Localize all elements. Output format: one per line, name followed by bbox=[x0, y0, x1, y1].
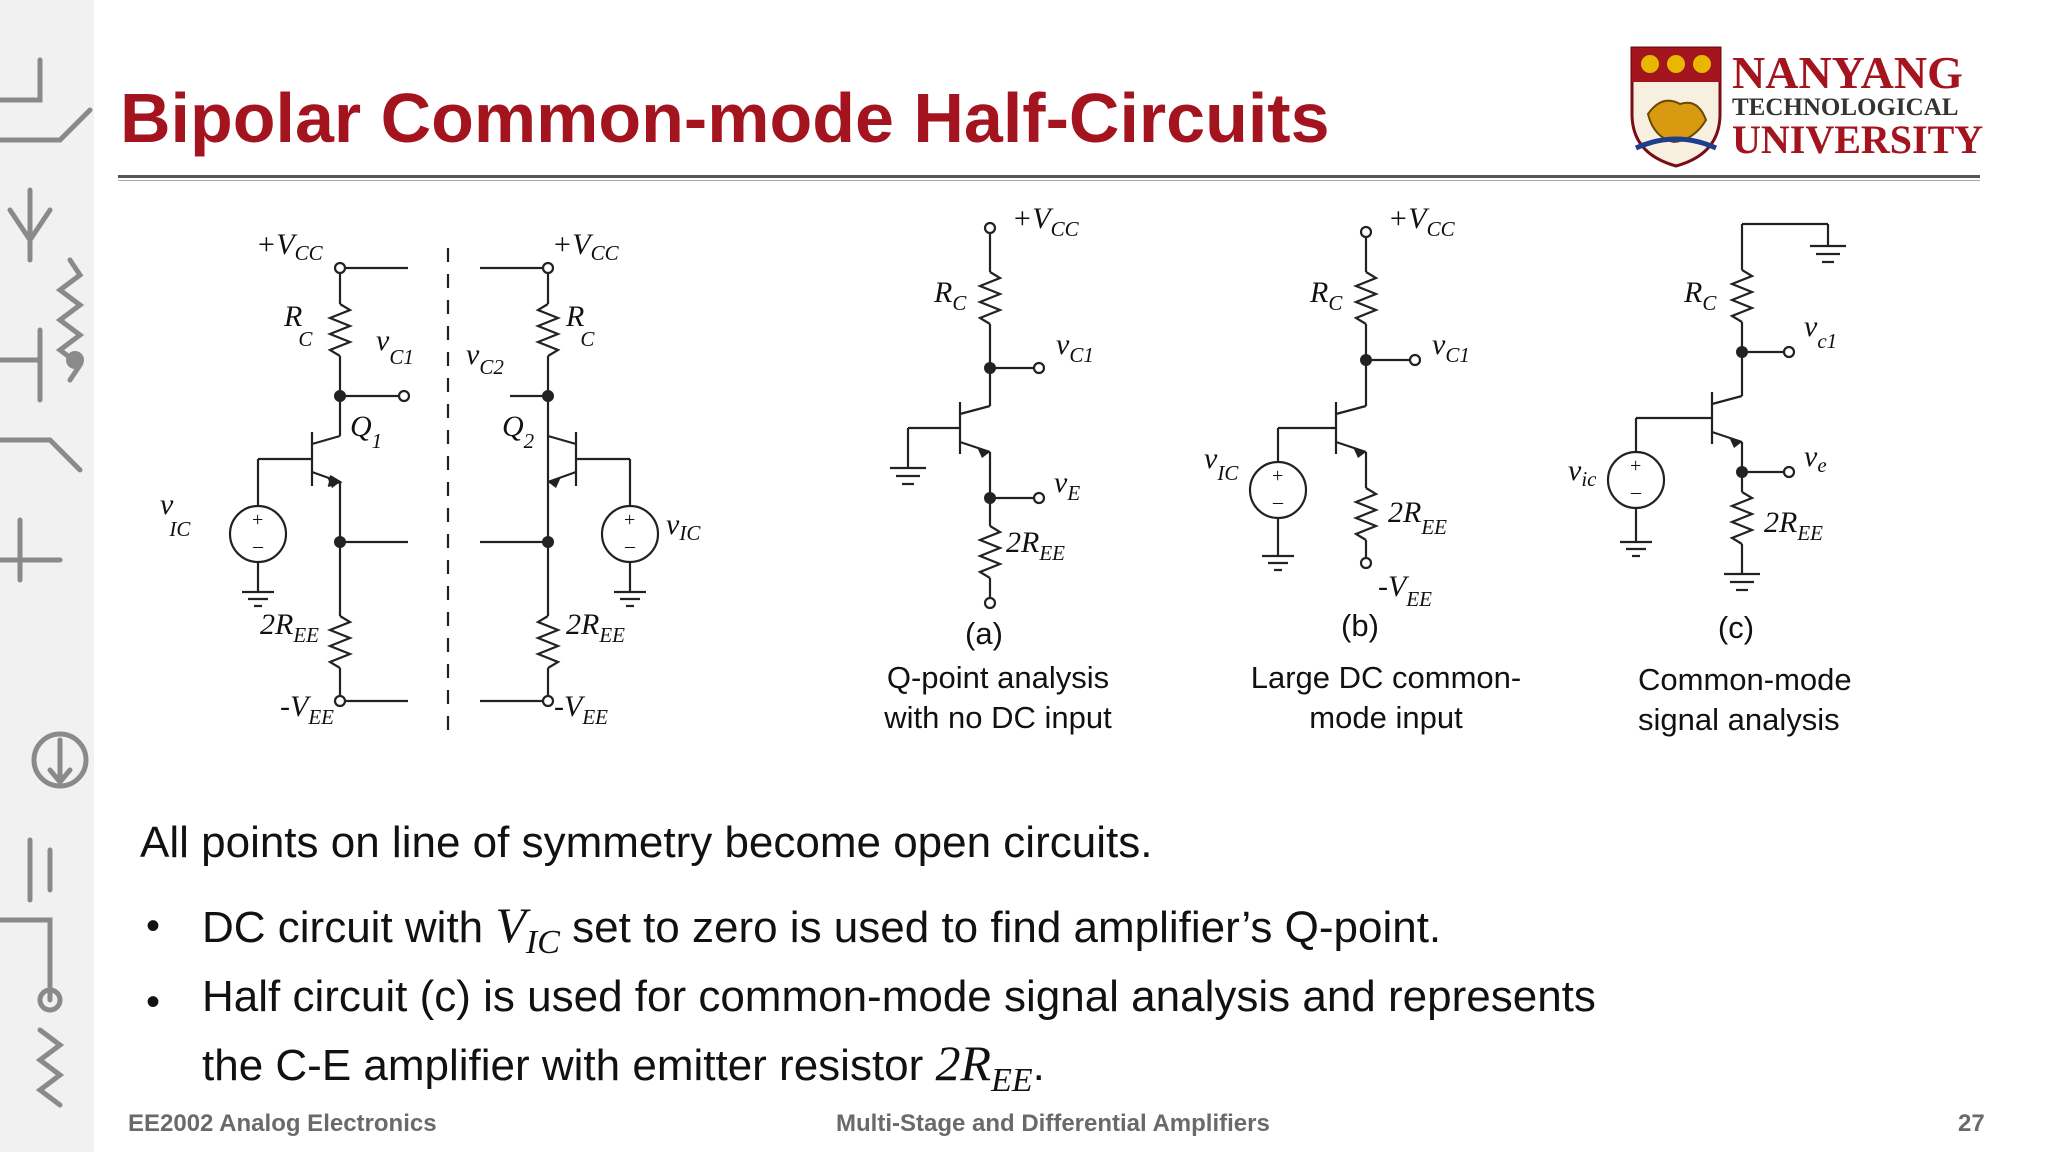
bullet-1-math: VIC bbox=[495, 897, 560, 961]
decorative-circuit-strip bbox=[0, 0, 94, 1152]
svg-text:vIC: vIC bbox=[160, 488, 191, 541]
svg-text:+VCC: +VCC bbox=[1388, 202, 1456, 241]
svg-text:+VCC: +VCC bbox=[256, 228, 324, 265]
footer-course: EE2002 Analog Electronics bbox=[128, 1110, 437, 1137]
svg-text:Large DC common-: Large DC common- bbox=[1251, 660, 1521, 695]
svg-text:mode input: mode input bbox=[1309, 700, 1463, 735]
footer-topic: Multi-Stage and Differential Amplifiers bbox=[836, 1110, 1270, 1137]
footer-page-number: 27 bbox=[1958, 1110, 1985, 1137]
svg-text:vc1: vc1 bbox=[1804, 310, 1837, 353]
bullet-2-marker: • bbox=[146, 980, 161, 1024]
svg-text:2REE: 2REE bbox=[1388, 496, 1447, 539]
svg-text:Q1: Q1 bbox=[350, 410, 382, 453]
svg-text:2REE: 2REE bbox=[1764, 506, 1823, 545]
svg-text:+: + bbox=[1272, 465, 1283, 487]
bullet-1-pre: DC circuit with bbox=[202, 903, 496, 952]
svg-text:2REE: 2REE bbox=[1006, 526, 1065, 565]
svg-text:+: + bbox=[624, 509, 635, 531]
bullet-1-post: set to zero is used to find amplifier’s … bbox=[559, 903, 1442, 952]
svg-text:with no DC input: with no DC input bbox=[883, 700, 1112, 735]
svg-text:signal analysis: signal analysis bbox=[1638, 702, 1840, 737]
svg-text:vIC: vIC bbox=[666, 508, 701, 545]
svg-text:Q-point analysis: Q-point analysis bbox=[887, 660, 1109, 695]
svg-text:(b): (b) bbox=[1341, 608, 1379, 643]
body-line-symmetry: All points on line of symmetry become op… bbox=[140, 818, 1153, 867]
circuit-decoration-icon bbox=[0, 57, 93, 1108]
svg-text:RC: RC bbox=[1683, 276, 1717, 315]
svg-text:+VCC: +VCC bbox=[1012, 202, 1080, 241]
svg-text:RC: RC bbox=[1309, 276, 1343, 315]
slide-title: Bipolar Common-mode Half-Circuits bbox=[120, 79, 1330, 157]
svg-text:-VEE: -VEE bbox=[554, 690, 608, 729]
svg-text:vE: vE bbox=[1054, 466, 1080, 505]
svg-text:RC: RC bbox=[565, 300, 595, 351]
university-crest-icon bbox=[1630, 46, 1722, 168]
svg-text:–: – bbox=[252, 535, 264, 557]
svg-text:vic: vic bbox=[1568, 454, 1597, 491]
svg-text:-VEE: -VEE bbox=[280, 690, 334, 729]
bullet-2-math: 2REE bbox=[935, 1035, 1033, 1099]
svg-text:vC1: vC1 bbox=[376, 324, 414, 369]
svg-text:ve: ve bbox=[1804, 440, 1827, 477]
bullet-1-text: DC circuit with VIC set to zero is used … bbox=[202, 896, 1441, 962]
circuit-figure: + – + – + – + – +VCC RC vC1 Q1 vIC 2REE -VEE… bbox=[160, 202, 1852, 737]
title-divider-thin bbox=[118, 180, 1980, 181]
svg-text:(c): (c) bbox=[1718, 610, 1754, 645]
svg-text:RC: RC bbox=[283, 300, 313, 351]
svg-text:vIC: vIC bbox=[1204, 442, 1239, 485]
svg-text:-VEE: -VEE bbox=[1378, 570, 1432, 611]
title-divider bbox=[118, 175, 1980, 178]
logo-line1: NANYANG bbox=[1732, 47, 1963, 98]
svg-text:Common-mode: Common-mode bbox=[1638, 662, 1852, 697]
svg-text:vC2: vC2 bbox=[466, 338, 504, 379]
ntu-logo: NANYANG TECHNOLOGICAL UNIVERSITY bbox=[1628, 44, 1984, 170]
logo-line2: TECHNOLOGICAL bbox=[1732, 94, 1959, 121]
svg-text:RC: RC bbox=[933, 276, 967, 315]
svg-text:–: – bbox=[1630, 481, 1642, 503]
svg-text:vC1: vC1 bbox=[1056, 328, 1094, 367]
logo-line3: UNIVERSITY bbox=[1732, 117, 1984, 162]
bullet-2-line1: Half circuit (c) is used for common-mode… bbox=[202, 972, 1596, 1021]
svg-text:–: – bbox=[624, 535, 636, 557]
bullet-2-line2: the C-E amplifier with emitter resistor … bbox=[202, 1035, 1045, 1099]
svg-text:+: + bbox=[1630, 455, 1641, 477]
svg-text:2REE: 2REE bbox=[566, 608, 625, 647]
svg-text:vC1: vC1 bbox=[1432, 328, 1470, 367]
svg-text:2REE: 2REE bbox=[260, 608, 319, 647]
svg-text:–: – bbox=[1272, 491, 1284, 513]
svg-text:+VCC: +VCC bbox=[552, 228, 620, 265]
svg-text:Q2: Q2 bbox=[502, 410, 535, 453]
svg-text:+: + bbox=[252, 509, 263, 531]
svg-text:(a): (a) bbox=[965, 616, 1003, 651]
bullet-1-marker: • bbox=[146, 904, 161, 948]
